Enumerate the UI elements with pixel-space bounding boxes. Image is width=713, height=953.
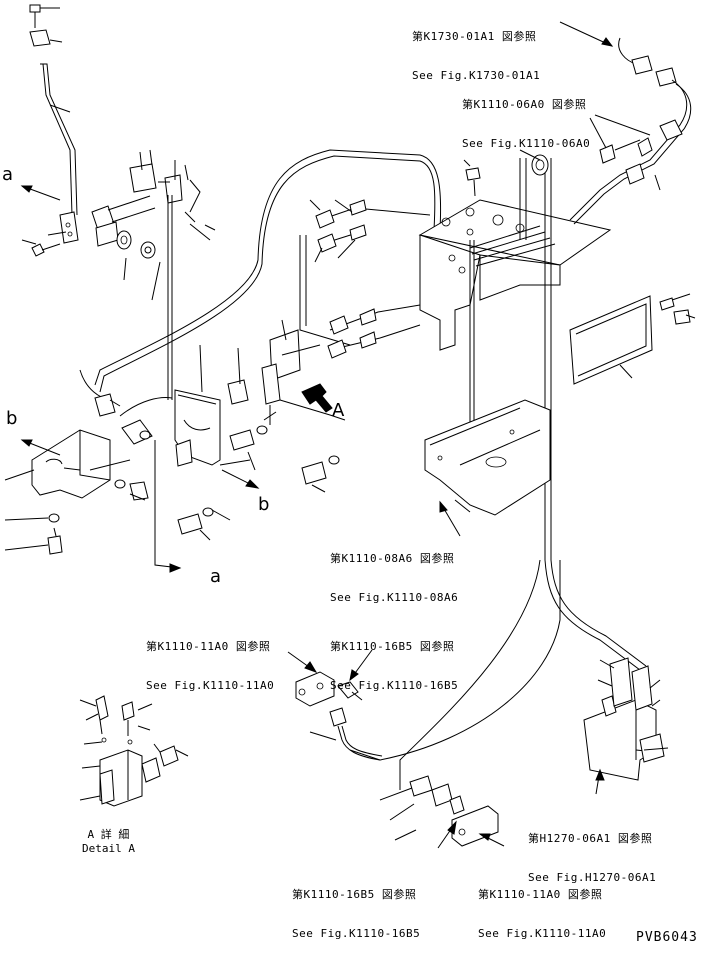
reference-jp: 第K1730-01A1 図参照	[412, 30, 537, 43]
detail-a-view	[79, 695, 189, 807]
reference-k1110-11a0-top: 第K1110-11A0 図参照 See Fig.K1110-11A0	[146, 614, 274, 705]
floor-plate	[424, 399, 551, 516]
marker-b-left: b	[6, 408, 18, 429]
marker-a-bottom: a	[210, 566, 222, 587]
detail-a-jp: A 詳 細	[87, 828, 130, 841]
reference-en: See Fig.K1110-06A0	[462, 137, 591, 150]
marker-a-top: a	[2, 164, 14, 185]
drawing-code: PVB6043	[636, 930, 698, 945]
upper-right-cable	[569, 37, 692, 225]
marker-b-right: b	[258, 494, 270, 515]
reference-en: See Fig.K1110-08A6	[330, 591, 459, 604]
marker-view-a: A	[332, 400, 345, 421]
reference-k1110-16b5-bottom: 第K1110-16B5 図参照 See Fig.K1110-16B5	[292, 862, 420, 953]
reference-jp: 第K1110-08A6 図参照	[330, 552, 455, 565]
switch-box	[4, 393, 149, 555]
reference-en: See Fig.K1110-11A0	[478, 927, 607, 940]
reference-en: See Fig.K1730-01A1	[412, 69, 541, 82]
reference-k1730-01a1: 第K1730-01A1 図参照 See Fig.K1730-01A1	[412, 4, 540, 95]
bottom-fittings	[379, 775, 505, 849]
reference-jp: 第K1110-16B5 図参照	[292, 888, 417, 901]
pressure-switch-upper	[287, 649, 383, 761]
reference-en: See Fig.H1270-06A1	[528, 871, 657, 884]
cover-plate	[569, 293, 696, 385]
reference-jp: 第K1110-16B5 図参照	[330, 640, 455, 653]
reference-en: See Fig.K1110-11A0	[146, 679, 275, 692]
reference-k1110-06a0: 第K1110-06A0 図参照 See Fig.K1110-06A0	[462, 72, 590, 163]
reference-jp: 第H1270-06A1 図参照	[528, 832, 653, 845]
reference-k1110-11a0-bottom: 第K1110-11A0 図参照 See Fig.K1110-11A0	[478, 862, 606, 953]
pilot-lines	[349, 149, 647, 790]
reference-h1270-06a1: 第H1270-06A1 図参照 See Fig.H1270-06A1	[528, 806, 656, 897]
switch-box-lower	[583, 657, 669, 795]
reference-k1110-08a6: 第K1110-08A6 図参照 See Fig.K1110-08A6	[330, 526, 458, 617]
detail-a-caption: A 詳 細 Detail A	[82, 828, 135, 856]
reference-en: See Fig.K1110-16B5	[330, 679, 459, 692]
reference-jp: 第K1110-11A0 図参照	[478, 888, 603, 901]
mounting-bracket	[119, 344, 340, 573]
solenoid-block	[227, 319, 346, 425]
hydraulic-hoses	[299, 199, 431, 359]
reference-leaders	[439, 21, 614, 537]
control-valve	[418, 159, 612, 351]
shift-lever-assembly	[20, 4, 216, 301]
reference-jp: 第K1110-11A0 図参照	[146, 640, 271, 653]
reference-k1110-16b5-top: 第K1110-16B5 図参照 See Fig.K1110-16B5	[330, 614, 458, 705]
reference-jp: 第K1110-06A0 図参照	[462, 98, 587, 111]
detail-a-en: Detail A	[82, 842, 135, 855]
reference-en: See Fig.K1110-16B5	[292, 927, 421, 940]
